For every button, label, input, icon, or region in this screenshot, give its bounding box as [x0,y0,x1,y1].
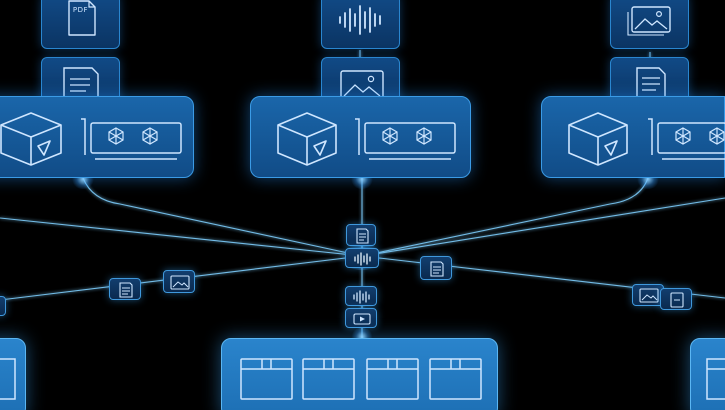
audio-waveform-icon [354,252,371,266]
node-right-icons [568,112,725,166]
link-left-node-hub [82,177,363,257]
flow-chip-edge-left [0,296,6,316]
flow-chip-document-right [420,256,452,280]
flow-chip-document-far-right [660,288,692,310]
flow-chip-image-right [632,284,664,306]
storage-dock-left-edge [0,338,26,410]
gpu-card-icon [648,118,725,160]
storage-slot [240,358,293,400]
document-icon [430,261,444,277]
document-icon [119,282,133,298]
hub-chip-audio-lower [345,286,377,306]
storage-slot-partial [0,358,16,400]
document-file-icon [636,67,666,101]
image-icon [639,288,659,303]
link-far-right-upper [361,197,725,257]
cube-icon [277,112,337,166]
flow-chip-document-left [109,278,141,300]
image-icon [170,275,190,290]
flow-chip-image-left [163,270,195,293]
document-icon [670,292,684,308]
gpu-card-icon [81,118,182,160]
pdf-label: PDF [72,6,89,14]
hub-chip-document [346,224,376,246]
video-play-icon [353,313,371,325]
pdf-file-icon [68,0,96,36]
hub-chip-audio [345,248,379,268]
gpu-card-icon [355,118,456,160]
pdf-file-tile: PDF [41,0,120,49]
storage-dock [221,338,498,410]
cube-icon [0,112,62,166]
processing-node-right [541,96,725,178]
document-icon [356,228,369,244]
audio-file-tile [321,0,400,49]
storage-slot [302,358,355,400]
storage-slots [240,358,482,400]
audio-waveform-icon [339,5,381,35]
processing-node-center [250,96,471,178]
storage-slot [429,358,482,400]
audio-waveform-icon [353,290,370,304]
cube-icon [568,112,628,166]
image-file-tile [610,0,689,49]
node-left-icons [0,112,182,166]
storage-dock-right-edge [690,338,725,410]
node-center-icons [277,112,456,166]
hub-chip-video [345,308,377,328]
processing-node-left [0,96,194,178]
storage-slot [366,358,419,400]
image-file-icon [627,6,671,36]
storage-slot-partial [706,358,725,400]
link-far-left-upper [0,217,363,257]
